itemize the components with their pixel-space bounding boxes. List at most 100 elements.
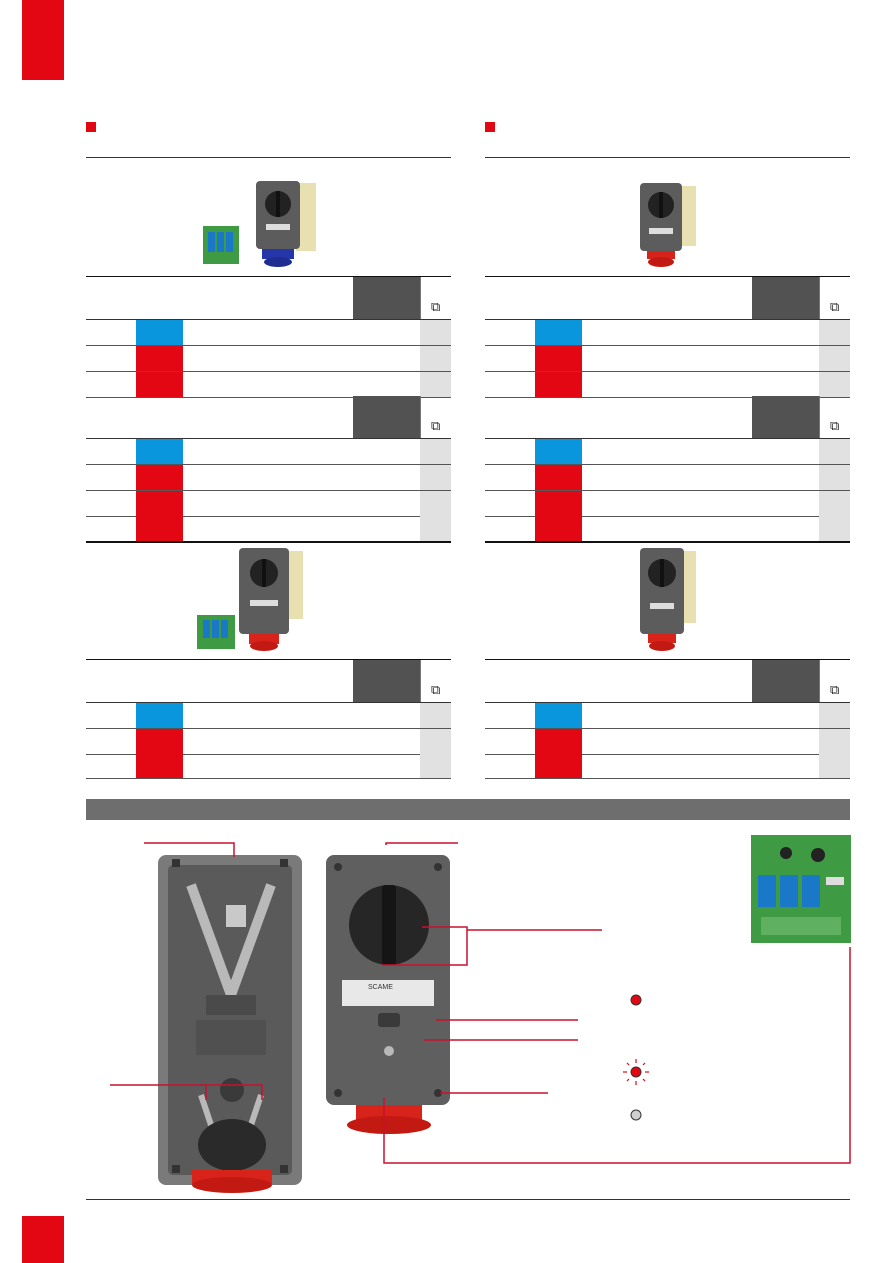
voltage-color-chip — [136, 346, 183, 371]
bottom-corner-tab — [22, 1216, 64, 1263]
table-row — [485, 703, 850, 729]
voltage-color-chip — [136, 372, 183, 397]
table-top-rule — [86, 276, 451, 277]
reference-cell — [420, 439, 451, 464]
voltage-color-chip — [136, 729, 183, 754]
table-header: ⧉ — [86, 277, 451, 319]
reference-cell — [819, 465, 850, 490]
socket-diagram: SCAME — [110, 835, 851, 1193]
reference-icon: ⧉ — [420, 660, 451, 702]
indicator-off-icon — [630, 1109, 642, 1121]
reference-cell — [420, 703, 451, 728]
reference-cell — [819, 729, 850, 754]
reference-cell — [819, 516, 850, 541]
table-header: ⧉ — [485, 660, 850, 702]
voltage-color-chip — [136, 491, 183, 516]
reference-cell — [819, 753, 850, 778]
voltage-color-chip — [535, 753, 582, 778]
header-dark-cell — [752, 277, 819, 319]
product-image-red-socket-large — [640, 548, 696, 651]
header-bottom-rule — [86, 319, 451, 320]
table-header: ⧉ — [86, 660, 451, 702]
header-dark-cell — [752, 660, 819, 702]
table-row — [86, 372, 451, 398]
table-row — [485, 465, 850, 491]
product-image-red-socket — [640, 183, 696, 267]
table-row — [485, 516, 850, 543]
reference-cell — [420, 372, 451, 397]
top-corner-tab — [22, 0, 64, 80]
table-row — [485, 439, 850, 465]
section-band — [86, 799, 850, 820]
reference-cell — [420, 729, 451, 754]
section-bullet-right — [485, 122, 495, 132]
table-row — [485, 753, 850, 779]
closed-socket-illustration: SCAME — [326, 855, 450, 1134]
table-top-rule — [485, 659, 850, 660]
header-dark-cell — [752, 396, 819, 438]
section-bullet-left — [86, 122, 96, 132]
reference-cell — [819, 372, 850, 397]
voltage-color-chip — [136, 516, 183, 541]
table-row — [86, 320, 451, 346]
indicator-flashing-icon — [623, 1059, 649, 1085]
voltage-color-chip — [535, 516, 582, 541]
section-rule-right — [485, 157, 850, 158]
reference-icon: ⧉ — [420, 277, 451, 319]
table-row — [86, 465, 451, 491]
table-row — [86, 346, 451, 372]
callout-lines — [110, 842, 851, 1164]
reference-icon: ⧉ — [819, 396, 850, 438]
header-bottom-rule — [485, 438, 850, 439]
product-image-socket-with-board — [203, 181, 316, 267]
reference-cell — [420, 465, 451, 490]
reference-cell — [420, 320, 451, 345]
reference-cell — [420, 753, 451, 778]
table-row — [485, 346, 850, 372]
table-row — [485, 491, 850, 517]
voltage-color-chip — [535, 372, 582, 397]
table-row — [86, 491, 451, 517]
voltage-color-chip — [535, 320, 582, 345]
voltage-color-chip — [136, 753, 183, 778]
table-row — [86, 729, 451, 755]
reference-cell — [819, 346, 850, 371]
table-header: ⧉ — [485, 396, 850, 438]
reference-cell — [819, 439, 850, 464]
open-socket-illustration — [158, 855, 302, 1193]
voltage-color-chip — [535, 346, 582, 371]
table-row — [485, 372, 850, 398]
section-rule-left — [86, 157, 451, 158]
reference-icon: ⧉ — [420, 396, 451, 438]
reference-cell — [819, 320, 850, 345]
brand-label: SCAME — [368, 984, 393, 991]
indicator-red-icon — [630, 994, 642, 1006]
reference-icon: ⧉ — [819, 660, 850, 702]
header-bottom-rule — [86, 438, 451, 439]
reference-cell — [420, 516, 451, 541]
header-dark-cell — [353, 660, 420, 702]
table-row — [86, 516, 451, 543]
header-dark-cell — [353, 277, 420, 319]
reference-cell — [819, 703, 850, 728]
voltage-color-chip — [535, 703, 582, 728]
table-header: ⧉ — [485, 277, 850, 319]
header-bottom-rule — [485, 702, 850, 703]
table-header: ⧉ — [86, 396, 451, 438]
table-row — [86, 439, 451, 465]
table-row — [86, 753, 451, 779]
table-row — [485, 729, 850, 755]
footer-rule — [86, 1199, 850, 1200]
header-bottom-rule — [485, 319, 850, 320]
reference-cell — [420, 491, 451, 516]
header-bottom-rule — [86, 702, 451, 703]
table-row — [485, 320, 850, 346]
voltage-color-chip — [136, 465, 183, 490]
table-top-rule — [86, 659, 451, 660]
table-top-rule — [485, 276, 850, 277]
table-row — [86, 703, 451, 729]
reference-cell — [819, 491, 850, 516]
reference-cell — [420, 346, 451, 371]
voltage-color-chip — [136, 703, 183, 728]
voltage-color-chip — [535, 491, 582, 516]
